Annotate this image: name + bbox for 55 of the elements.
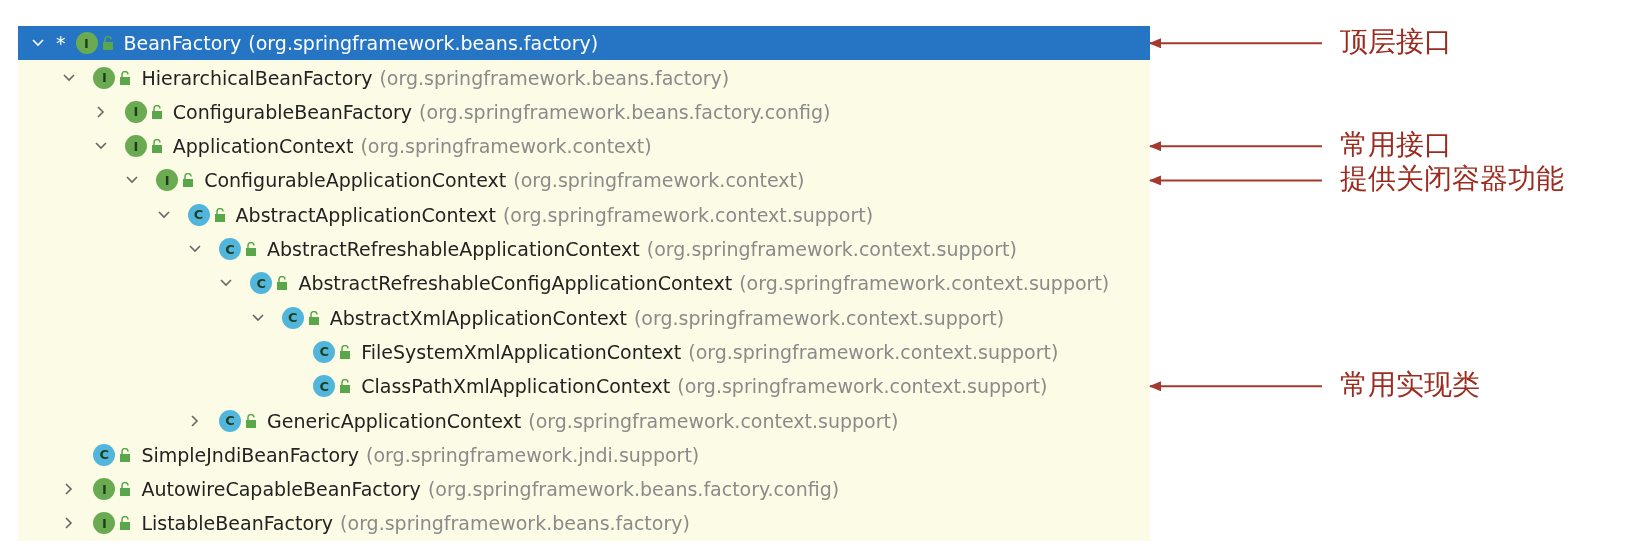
package-name: (org.springframework.context.support) bbox=[688, 341, 1059, 363]
tree-row bbox=[18, 506, 1150, 541]
tree-row bbox=[18, 60, 1150, 95]
package-name: (org.springframework.beans.factory) bbox=[379, 66, 730, 89]
type-icon: I bbox=[93, 512, 116, 535]
arrow bbox=[1149, 175, 1323, 186]
type-name: ConfigurableApplicationContext bbox=[204, 169, 507, 192]
type-icon: C bbox=[93, 443, 116, 466]
favorite-mark: * bbox=[56, 32, 66, 55]
type-icon: C bbox=[219, 409, 241, 432]
arrow bbox=[1149, 38, 1323, 49]
type-name: AbstractXmlApplicationContext bbox=[329, 306, 627, 329]
package-name: (org.springframework.context) bbox=[360, 135, 652, 158]
type-icon: C bbox=[313, 341, 336, 363]
arrow bbox=[1149, 381, 1323, 392]
type-icon: I bbox=[156, 169, 179, 192]
type-name: ApplicationContext bbox=[172, 135, 354, 158]
package-name: (org.springframework.beans.factory) bbox=[248, 32, 599, 55]
type-icon: I bbox=[124, 100, 147, 123]
package-name: (org.springframework.jndi.support) bbox=[366, 443, 700, 466]
package-name: (org.springframework.context.support) bbox=[633, 306, 1005, 329]
type-name: BeanFactory bbox=[123, 32, 242, 55]
package-name: (org.springframework.context.support) bbox=[528, 409, 899, 432]
package-name: (org.springframework.context.support) bbox=[502, 203, 874, 226]
type-icon: C bbox=[281, 306, 304, 329]
type-name: ClassPathXmlApplicationContext bbox=[361, 375, 671, 398]
type-icon: C bbox=[250, 272, 273, 295]
package-name: (org.springframework.context.support) bbox=[646, 238, 1017, 261]
type-name: AutowireCapableBeanFactory bbox=[141, 478, 421, 501]
annotation-text: 顶层接口 bbox=[1340, 23, 1452, 61]
type-name: AbstractRefreshableConfigApplicationContext bbox=[298, 272, 733, 295]
package-name: (org.springframework.context) bbox=[513, 169, 805, 192]
type-name: FileSystemXmlApplicationContext bbox=[361, 341, 682, 363]
package-name: (org.springframework.context.support) bbox=[739, 272, 1110, 295]
type-icon: I bbox=[124, 135, 147, 158]
type-name: AbstractApplicationContext bbox=[235, 203, 496, 226]
type-name: SimpleJndiBeanFactory bbox=[141, 443, 360, 466]
package-name: (org.springframework.context.support) bbox=[677, 375, 1048, 398]
type-icon: C bbox=[219, 238, 241, 261]
type-icon: C bbox=[313, 375, 336, 398]
type-name: AbstractRefreshableApplicationContext bbox=[267, 238, 640, 261]
type-icon: I bbox=[93, 66, 116, 89]
package-name: (org.springframework.beans.factory.config) bbox=[419, 100, 831, 123]
package-name: (org.springframework.beans.factory) bbox=[340, 512, 690, 535]
type-icon: C bbox=[187, 203, 210, 226]
type-name: HierarchicalBeanFactory bbox=[141, 66, 373, 89]
type-name: ConfigurableBeanFactory bbox=[172, 100, 413, 123]
type-icon: I bbox=[93, 478, 116, 501]
annotation-text: 常用实现类 bbox=[1340, 366, 1480, 404]
package-name: (org.springframework.beans.factory.config) bbox=[427, 478, 840, 501]
type-icon: I bbox=[75, 32, 98, 55]
arrow bbox=[1149, 141, 1323, 152]
selected-tree-row bbox=[18, 26, 1150, 61]
type-name: GenericApplicationContext bbox=[267, 409, 522, 432]
type-name: ListableBeanFactory bbox=[141, 512, 334, 535]
